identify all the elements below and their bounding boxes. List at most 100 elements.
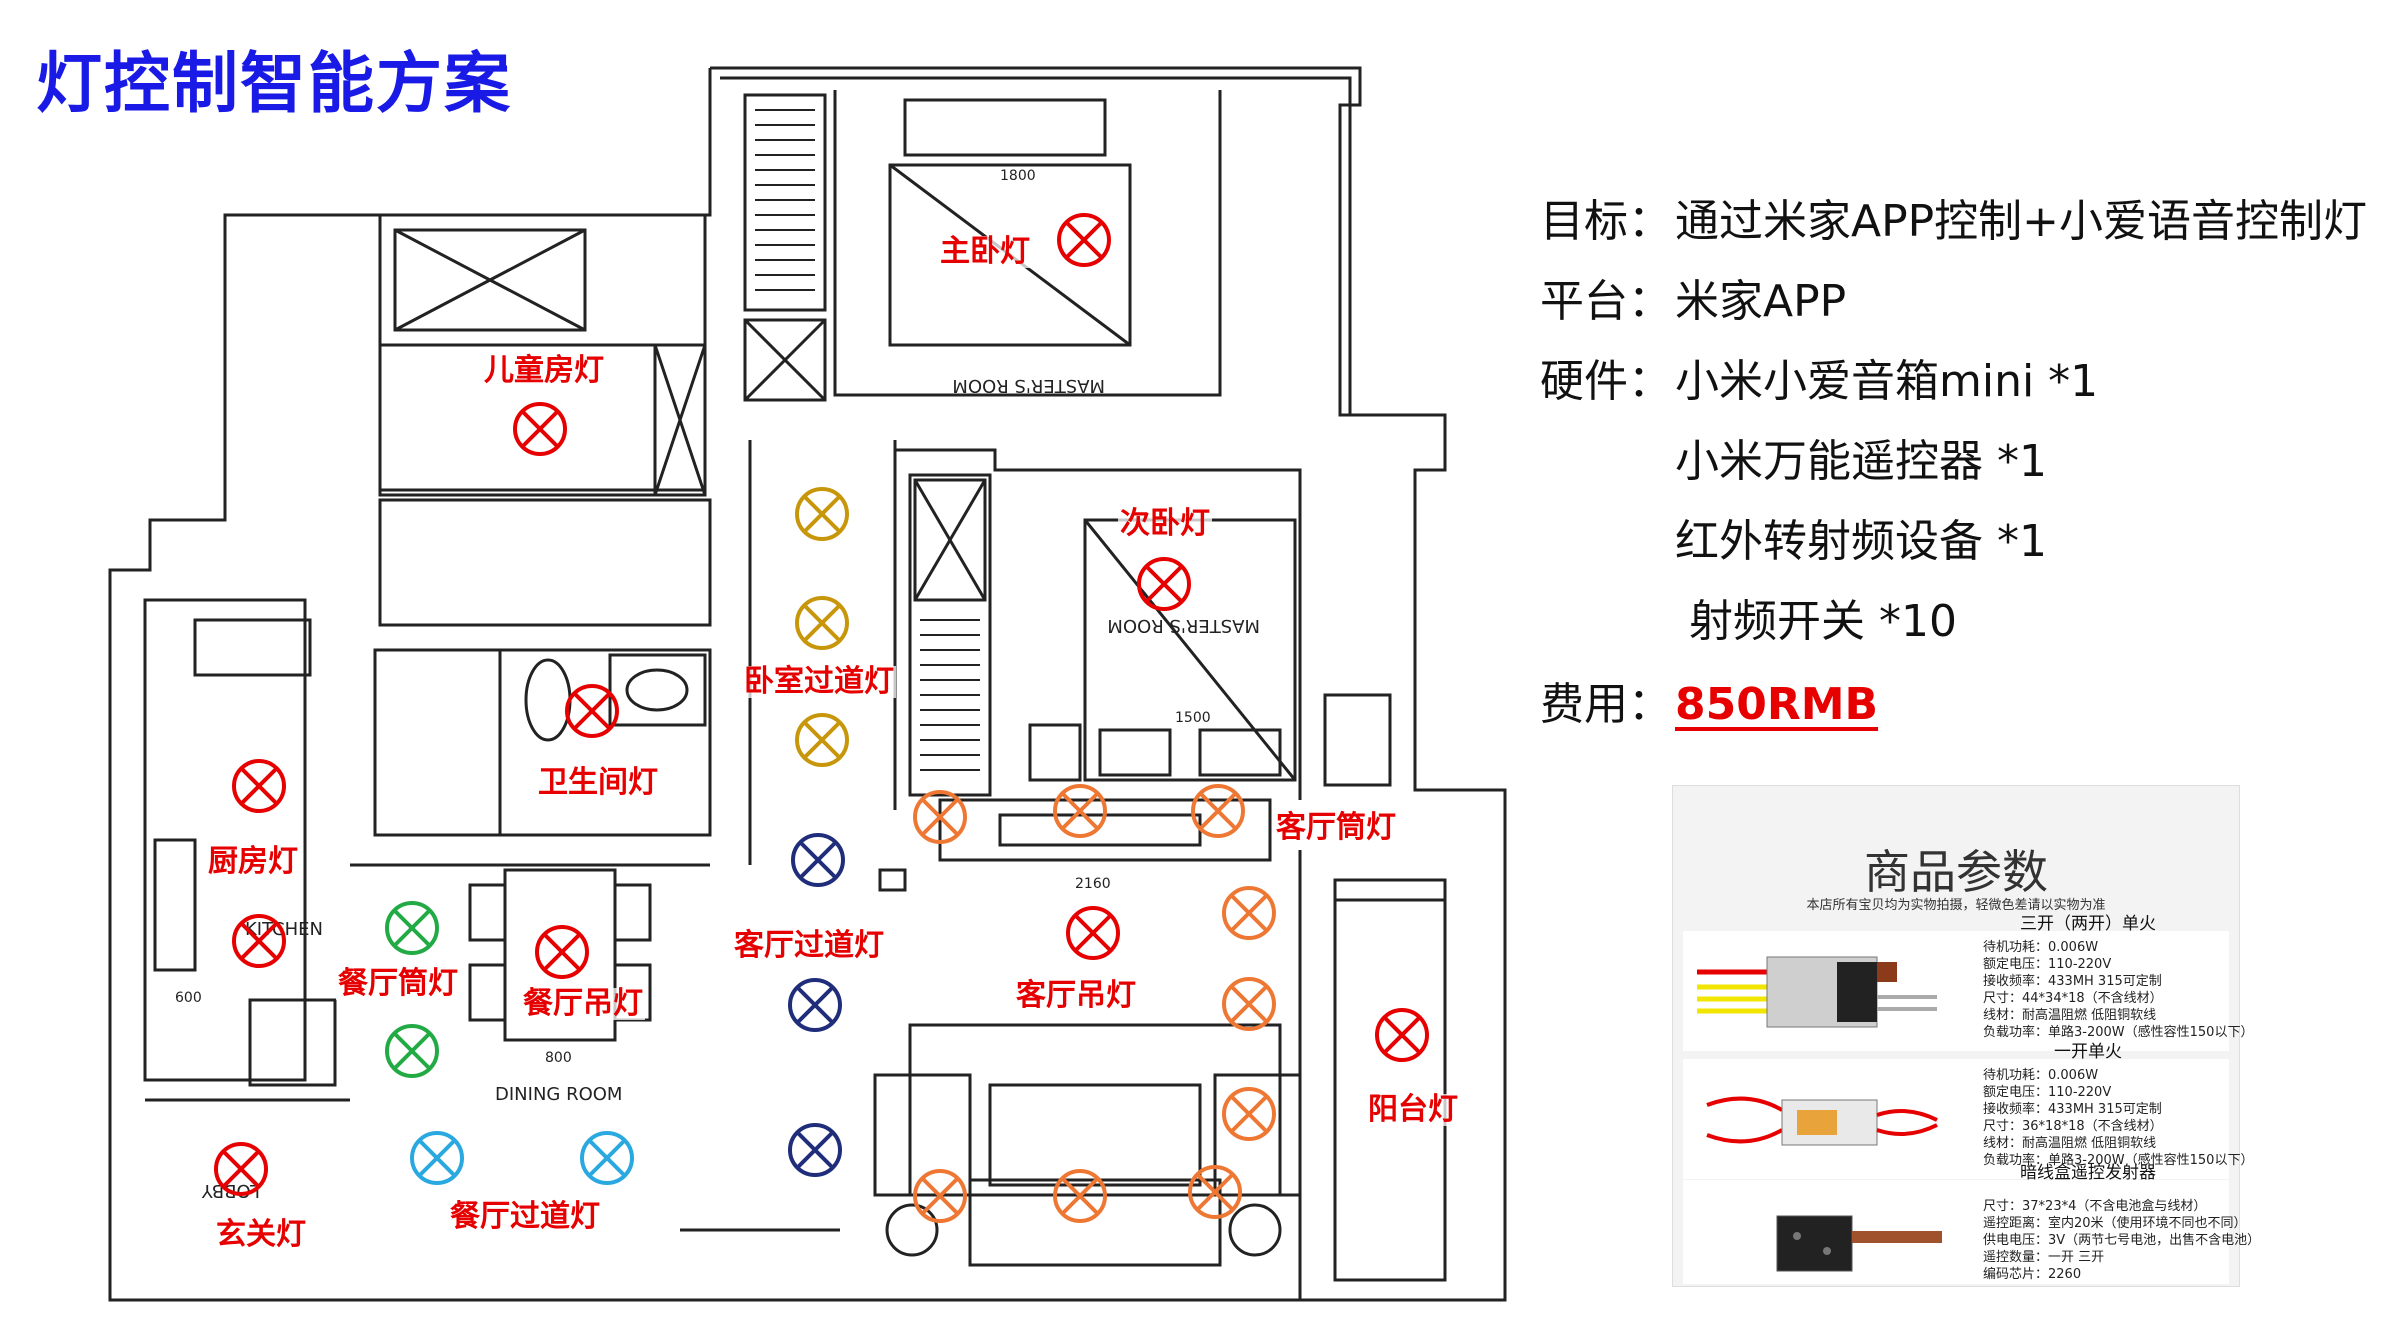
switch-module-1way-image	[1706, 1096, 1938, 1146]
info-platform: 平台：米家APP	[1540, 280, 1846, 324]
label-dining-spot-lamp: 餐厅筒灯	[336, 966, 460, 1001]
spec-product-2-name: 一开单火	[2054, 1042, 2122, 1062]
label-balcony-lamp: 阳台灯	[1366, 1092, 1460, 1127]
spec-p2-l4: 尺寸：36*18*18（不含线材）	[1983, 1119, 2163, 1134]
spec-p2-l1: 待机功耗：0.006W	[1983, 1068, 2099, 1083]
spec-p3-l5: 编码芯片：2260	[1983, 1267, 2082, 1282]
label-second-bedroom-lamp: 次卧灯	[1118, 506, 1212, 541]
lamp-bedroom-corridor-3[interactable]	[795, 713, 849, 767]
label-kitchen-lamp: 厨房灯	[206, 844, 300, 879]
spec-p2-l5: 线材：耐高温阻燃 低阻铜软线	[1983, 1136, 2157, 1151]
product-spec-panel: 商品参数 本店所有宝贝均为实物拍摄，轻微色差请以实物为准 三开（两开）单火 待机…	[1672, 785, 2260, 1287]
lamp-bathroom[interactable]	[565, 684, 619, 738]
label-master-bedroom-lamp: 主卧灯	[938, 234, 1032, 269]
lamp-living-spot-8[interactable]	[1053, 1169, 1107, 1223]
plan-walls	[108, 66, 1507, 1302]
info-hardware-2: 小米万能遥控器 *1	[1675, 436, 2047, 487]
info-hardware-row-4: 射频开关 *10	[1540, 600, 1957, 644]
spec-product-3-name: 暗线盒遥控发射器	[2020, 1163, 2156, 1183]
plan-dim-1800: 1800	[1000, 168, 1036, 184]
plan-label-masters-room: MASTER'S ROOM	[952, 375, 1105, 396]
spec-product-1: 三开（两开）单火 待机功耗：0.006W 额定电压：110-220V 接收频率：…	[1683, 914, 2253, 1051]
plan-hatching	[755, 109, 980, 771]
floor-plan: MASTER'S ROOM MASTER'S ROOM KITCHEN DINI…	[108, 66, 1507, 1302]
info-hardware-row-3: 红外转射频设备 *1	[1540, 520, 2047, 564]
lamp-entry[interactable]	[214, 1142, 268, 1196]
plan-dim-600: 600	[175, 990, 202, 1006]
plan-dim-2160: 2160	[1075, 876, 1111, 892]
info-hardware-row-2: 小米万能遥控器 *1	[1540, 440, 2047, 484]
plan-dim-1500: 1500	[1175, 710, 1211, 726]
info-platform-key: 平台：	[1540, 276, 1672, 327]
spec-product-3: 暗线盒遥控发射器 尺寸：37*23*4（不含电池盒与线材） 遥控距离：室内20米…	[1683, 1163, 2260, 1284]
page-title: 灯控制智能方案	[36, 45, 512, 122]
spec-p1-l5: 线材：耐高温阻燃 低阻铜软线	[1983, 1008, 2157, 1023]
spec-product-1-name: 三开（两开）单火	[2020, 914, 2156, 934]
label-living-corridor-lamp: 客厅过道灯	[732, 928, 886, 963]
lamp-living-spot-7[interactable]	[913, 1169, 967, 1223]
info-goal-key: 目标：	[1540, 196, 1672, 247]
lamp-living-spot-2[interactable]	[1053, 784, 1107, 838]
lamp-dining-corridor-2[interactable]	[580, 1131, 634, 1185]
spec-p1-l4: 尺寸：44*34*18（不含线材）	[1983, 991, 2163, 1006]
lamp-living-spot-9[interactable]	[1188, 1165, 1242, 1219]
info-goal: 目标：通过米家APP控制+小爱语音控制灯	[1540, 200, 2367, 244]
label-entry-lamp: 玄关灯	[214, 1217, 308, 1252]
info-cost: 费用：850RMB	[1540, 683, 1878, 727]
spec-product-2: 一开单火 待机功耗：0.006W 额定电压：110-220V 接收频率：433M…	[1683, 1042, 2253, 1179]
lamp-living-spot-3[interactable]	[1191, 784, 1245, 838]
lamp-master-bedroom[interactable]	[1057, 213, 1111, 267]
lamp-second-bedroom[interactable]	[1137, 557, 1191, 611]
spec-title: 商品参数	[1864, 845, 2048, 899]
info-hardware: 硬件：小米小爱音箱mini *1	[1540, 360, 2098, 404]
lamp-bedroom-corridor-2[interactable]	[795, 596, 849, 650]
spec-p2-l3: 接收频率：433MH 315可定制	[1983, 1102, 2162, 1117]
spec-p1-l2: 额定电压：110-220V	[1983, 957, 2112, 972]
lamp-living-spot-5[interactable]	[1222, 977, 1276, 1031]
info-goal-value: 通过米家APP控制+小爱语音控制灯	[1675, 196, 2368, 247]
lamp-bedroom-corridor-1[interactable]	[795, 487, 849, 541]
label-bedroom-corridor-lamp: 卧室过道灯	[742, 664, 896, 699]
lamp-living-pendant[interactable]	[1066, 906, 1120, 960]
info-cost-value: 850RMB	[1675, 679, 1879, 730]
label-dining-corridor-lamp: 餐厅过道灯	[448, 1199, 602, 1234]
lamp-dining-spot-2[interactable]	[385, 1024, 439, 1078]
label-living-pendant-lamp: 客厅吊灯	[1014, 978, 1138, 1013]
label-kids-room-lamp: 儿童房灯	[482, 353, 606, 388]
label-living-spot-lamp: 客厅筒灯	[1274, 810, 1398, 845]
spec-p2-l6: 负载功率：单路3-200W（感性容性150以下）	[1983, 1153, 2254, 1168]
info-hardware-key: 硬件：	[1540, 356, 1672, 407]
info-cost-key: 费用：	[1540, 679, 1672, 730]
plan-label-masters-room-2: MASTER'S ROOM	[1107, 615, 1260, 636]
lamp-kitchen-1[interactable]	[232, 759, 286, 813]
lamp-dining-pendant[interactable]	[535, 925, 589, 979]
plan-dim-800: 800	[545, 1050, 572, 1066]
info-hardware-4: 射频开关 *10	[1675, 596, 1957, 647]
spec-p1-l1: 待机功耗：0.006W	[1983, 940, 2099, 955]
spec-p3-l2: 遥控距离：室内20米（使用环境不同也不同）	[1983, 1216, 2247, 1231]
spec-p1-l6: 负载功率：单路3-200W（感性容性150以下）	[1983, 1025, 2254, 1040]
spec-p2-l2: 额定电压：110-220V	[1983, 1085, 2112, 1100]
spec-p3-l3: 供电电压：3V（两节七号电池，出售不含电池）	[1983, 1233, 2261, 1248]
spec-p1-l3: 接收频率：433MH 315可定制	[1983, 974, 2162, 989]
plan-text: MASTER'S ROOM MASTER'S ROOM KITCHEN DINI…	[175, 168, 1260, 1201]
lamp-living-spot-6[interactable]	[1222, 1087, 1276, 1141]
lamp-balcony[interactable]	[1375, 1008, 1429, 1062]
lamp-living-spot-1[interactable]	[913, 790, 967, 844]
label-bathroom-lamp: 卫生间灯	[536, 765, 660, 800]
label-dining-pendant-lamp: 餐厅吊灯	[521, 986, 645, 1021]
info-hardware-3: 红外转射频设备 *1	[1675, 516, 2047, 567]
spec-p3-l4: 遥控数量：一开 三开	[1983, 1250, 2105, 1265]
lamp-dining-corridor-1[interactable]	[410, 1131, 464, 1185]
spec-subtitle: 本店所有宝贝均为实物拍摄，轻微色差请以实物为准	[1806, 898, 2106, 913]
spec-p3-l1: 尺寸：37*23*4（不含电池盒与线材）	[1983, 1199, 2207, 1214]
lamp-living-spot-4[interactable]	[1222, 886, 1276, 940]
switch-module-3way-image	[1697, 956, 1937, 1028]
lamp-kids-room[interactable]	[513, 402, 567, 456]
lamp-dining-spot-1[interactable]	[385, 901, 439, 955]
lamp-living-corridor-1[interactable]	[791, 833, 845, 887]
remote-transmitter-image	[1776, 1215, 1942, 1272]
lamp-living-corridor-3[interactable]	[788, 1123, 842, 1177]
lamp-living-corridor-2[interactable]	[788, 978, 842, 1032]
lamp-kitchen-2[interactable]	[232, 914, 286, 968]
